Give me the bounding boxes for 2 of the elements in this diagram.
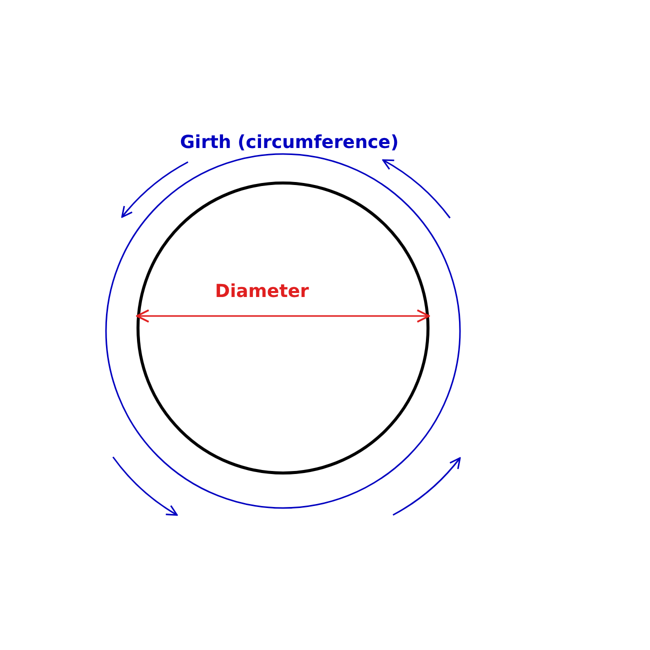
circumference-label: Girth (circumference): [180, 132, 399, 154]
dimension-label: Diameter: [215, 281, 309, 303]
